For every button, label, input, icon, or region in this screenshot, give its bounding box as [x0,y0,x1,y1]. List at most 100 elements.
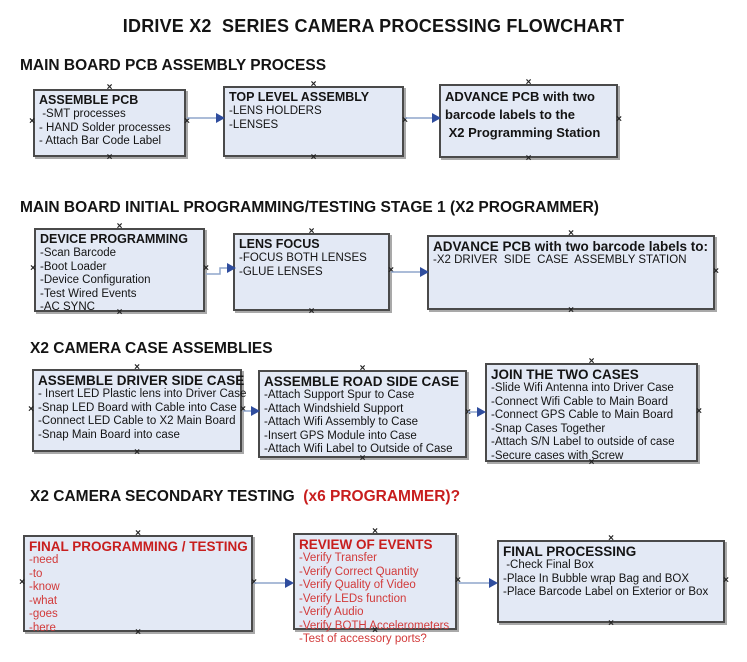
box-title: DEVICE PROGRAMMING [40,232,188,246]
section-heading-initial-programming: MAIN BOARD INITIAL PROGRAMMING/TESTING S… [20,199,599,216]
box-text-line: X2 Programming Station [445,125,601,140]
box-title: ASSEMBLE DRIVER SIDE CASE [38,373,245,388]
flow-box-advance-pcb-programming-station: ADVANCE PCB with two barcode labels to th… [439,84,618,158]
connection-handle-icon [712,268,720,276]
connection-handle-icon [525,79,533,87]
connection-handle-icon [588,459,596,467]
connection-handle-icon [106,154,114,162]
connection-handle-icon [134,530,142,538]
box-text-line: - Attach Bar Code Label [39,135,162,147]
connector-arrow-icon [405,113,441,123]
box-text-line: -Attach Wifi Label to Outside of Case [264,443,453,455]
flow-box-final-programming-testing: FINAL PROGRAMMING / TESTING -need-to-kno… [23,535,253,635]
box-text-line: -need [29,554,59,566]
box-title: FINAL PROCESSING [503,544,637,559]
connection-handle-icon [106,84,114,92]
box-text-line: -Secure cases with Screw [491,449,624,462]
connector-arrow-icon [468,407,486,417]
box-lines: - Insert LED Plastic lens into Driver Ca… [38,388,246,442]
box-title: TOP LEVEL ASSEMBLY [229,90,370,104]
box-title: ASSEMBLE PCB [39,93,139,107]
connection-handle-icon [116,223,124,231]
flow-box-join-two-cases: JOIN THE TWO CASES -Slide Wifi Antenna i… [485,363,698,462]
section-heading-red-part: (x6 PROGRAMMER)? [299,488,461,505]
box-text-line: -SMT processes [39,108,126,120]
box-lines: -need-to-know-what-goes-here [29,554,247,635]
connection-handle-icon [133,449,141,457]
box-text-line: -Attach Support Spur to Case [264,389,415,401]
box-text-line: -Snap Cases Together [491,422,606,435]
box-text-line: -Boot Loader [40,260,107,273]
box-text-line: -Verify Quality of Video [299,579,416,591]
box-text-line: -here [29,621,56,634]
connection-handle-icon [28,118,36,126]
box-text-line: -Connect LED Cable to X2 Main Board [38,415,236,427]
section-heading-case-assemblies: X2 CAMERA CASE ASSEMBLIES [30,340,273,357]
connection-handle-icon [607,535,615,543]
section-heading-secondary-testing: X2 CAMERA SECONDARY TESTING (x6 PROGRAMM… [30,488,460,506]
connection-handle-icon [18,579,26,587]
box-text-line: -Insert GPS Module into Case [264,429,417,442]
connection-handle-icon [588,358,596,366]
box-text-line: -FOCUS BOTH LENSES [239,252,367,264]
section-heading-black-part: X2 CAMERA SECONDARY TESTING [30,488,299,505]
flow-box-advance-pcb-driver-station: ADVANCE PCB with two barcode labels to: … [427,235,715,310]
box-lines: -Check Final Box-Place In Bubble wrap Ba… [503,559,719,600]
box-text-line: -know [29,581,60,593]
connector-arrow-icon [206,263,236,275]
box-title: JOIN THE TWO CASES [491,367,639,382]
box-lines: -Attach Support Spur to Case-Attach Wind… [264,389,461,457]
box-text-line: -Verify BOTH Accelerometers [299,619,450,632]
box-text-line: -Verify Audio [299,606,364,618]
box-lines: -Verify Transfer-Verify Correct Quantity… [299,552,451,647]
connection-handle-icon [567,230,575,238]
connector-arrow-icon [254,578,294,588]
connection-handle-icon [359,455,367,463]
connection-handle-icon [308,308,316,316]
box-text-line: -Attach S/N Label to outside of case [491,436,675,448]
connector-arrow-icon [458,578,498,588]
flow-box-device-programming: DEVICE PROGRAMMING -Scan Barcode-Boot Lo… [34,228,205,313]
connection-handle-icon [607,620,615,628]
box-text-line: -Verify LEDs function [299,592,407,605]
box-lines: ADVANCE PCB with two barcode labels to th… [445,88,612,142]
box-text-line: -Attach Wifi Assembly to Case [264,416,419,428]
flow-box-lens-focus: LENS FOCUS -FOCUS BOTH LENSES-GLUE LENSE… [233,233,390,311]
box-text-line: -Place Barcode Label on Exterior or Box [503,586,709,598]
box-lines: -X2 DRIVER SIDE CASE ASSEMBLY STATION [433,254,709,268]
connection-handle-icon [359,365,367,373]
connector-arrow-icon [391,267,429,277]
box-text-line: barcode labels to the [445,107,576,122]
flow-box-final-processing: FINAL PROCESSING -Check Final Box-Place … [497,540,725,623]
box-text-line: -goes [29,608,58,620]
box-lines: -LENS HOLDERS-LENSES [229,105,398,132]
box-lines: -FOCUS BOTH LENSES-GLUE LENSES [239,252,384,279]
connection-handle-icon [695,408,703,416]
box-text-line: -Connect Wifi Cable to Main Board [491,395,669,408]
box-title: LENS FOCUS [239,237,320,251]
box-text-line: -Device Configuration [40,274,151,286]
connection-handle-icon [371,627,379,635]
connection-handle-icon [310,81,318,89]
page-title: IDRIVE X2 SERIES CAMERA PROCESSING FLOWC… [122,16,625,36]
box-lines: -SMT processes- HAND Solder processes- A… [39,108,180,149]
flow-box-review-of-events: REVIEW OF EVENTS -Verify Transfer-Verify… [293,533,457,645]
box-text-line: -AC SYNC [40,301,95,313]
box-text-line: -X2 DRIVER SIDE CASE ASSEMBLY STATION [433,254,687,266]
box-text-line: -Check Final Box [503,559,594,571]
box-title: REVIEW OF EVENTS [299,537,433,552]
connection-handle-icon [116,309,124,317]
box-text-line: -LENS HOLDERS [229,105,322,117]
box-text-line: -to [29,567,43,580]
box-text-line: -Place In Bubble wrap Bag and BOX [503,572,690,585]
box-lines: -Slide Wifi Antenna into Driver Case-Con… [491,382,692,463]
flow-box-assemble-road-side-case: ASSEMBLE ROAD SIDE CASE -Attach Support … [258,370,467,458]
section-heading-pcb-assembly: MAIN BOARD PCB ASSEMBLY PROCESS [20,57,327,74]
connection-handle-icon [134,629,142,637]
box-text-line: -Attach Windshield Support [264,402,404,415]
connection-handle-icon [525,155,533,163]
connection-handle-icon [310,154,318,162]
box-text-line: ADVANCE PCB with two [445,89,595,104]
box-text-line: -GLUE LENSES [239,265,323,278]
